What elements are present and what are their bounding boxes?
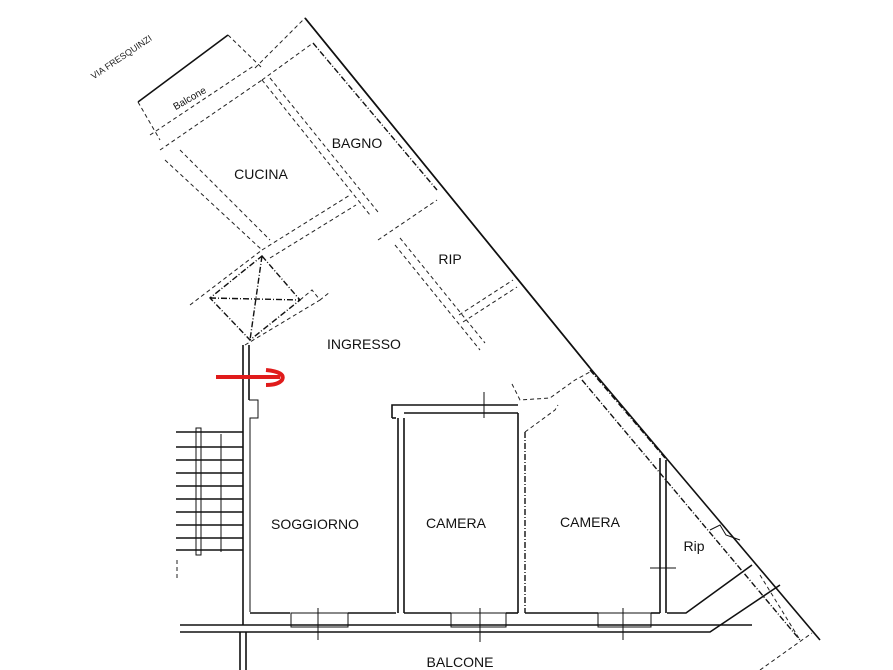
room-label-rip: RIP: [438, 251, 462, 267]
left-walls: [176, 345, 259, 625]
outer-walls: [137, 17, 821, 641]
shaft-x: [189, 249, 331, 346]
room-label-camera-1: CAMERA: [426, 515, 486, 531]
bottom-walls: [180, 564, 781, 670]
room-label-rip-small: Rip: [683, 538, 705, 554]
room-label-ingresso: INGRESSO: [327, 336, 401, 352]
room-label-cucina: CUCINA: [234, 166, 288, 182]
camera-1-walls: [391, 392, 519, 614]
room-label-bagno: BAGNO: [331, 135, 383, 151]
room-label-camera-2: CAMERA: [560, 514, 620, 530]
camera-2-walls: [511, 371, 741, 613]
room-label-soggiorno: SOGGIORNO: [271, 516, 359, 532]
entrance-arrow: [216, 368, 285, 387]
room-label-balcone: BALCONE: [426, 654, 494, 670]
corner-balcony: [759, 574, 813, 670]
